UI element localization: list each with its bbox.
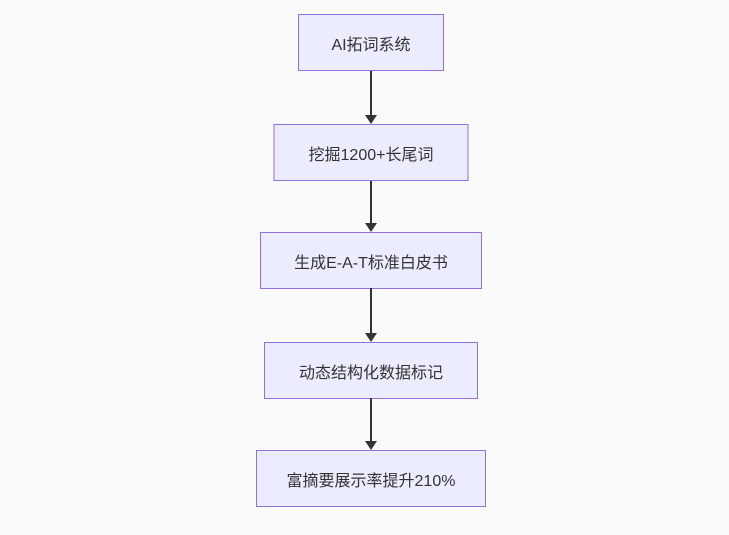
flow-node-eat-whitepaper: 生成E-A-T标准白皮书: [260, 232, 482, 289]
arrow-line: [370, 288, 372, 333]
flow-node-rich-snippet-result: 富摘要展示率提升210%: [256, 450, 486, 507]
flow-node-longtail-mining: 挖掘1200+长尾词: [273, 124, 469, 181]
arrow-line: [370, 398, 372, 441]
flow-edge-3: [365, 288, 377, 342]
flow-node-ai-word-system: AI拓词系统: [298, 14, 444, 71]
flow-node-structured-data: 动态结构化数据标记: [264, 342, 478, 399]
flow-node-label: 挖掘1200+长尾词: [308, 146, 434, 164]
flow-node-label: 动态结构化数据标记: [298, 364, 443, 382]
arrow-down-icon: [365, 115, 377, 124]
flow-edge-2: [365, 181, 377, 232]
arrow-down-icon: [365, 333, 377, 342]
arrow-line: [370, 181, 372, 223]
flow-edge-1: [365, 71, 377, 124]
flow-node-label: AI拓词系统: [331, 36, 411, 54]
flow-node-label: 富摘要展示率提升210%: [286, 472, 456, 490]
flow-edge-4: [365, 398, 377, 450]
arrow-down-icon: [365, 223, 377, 232]
arrow-down-icon: [365, 441, 377, 450]
arrow-line: [370, 71, 372, 115]
flow-node-label: 生成E-A-T标准白皮书: [294, 254, 448, 272]
